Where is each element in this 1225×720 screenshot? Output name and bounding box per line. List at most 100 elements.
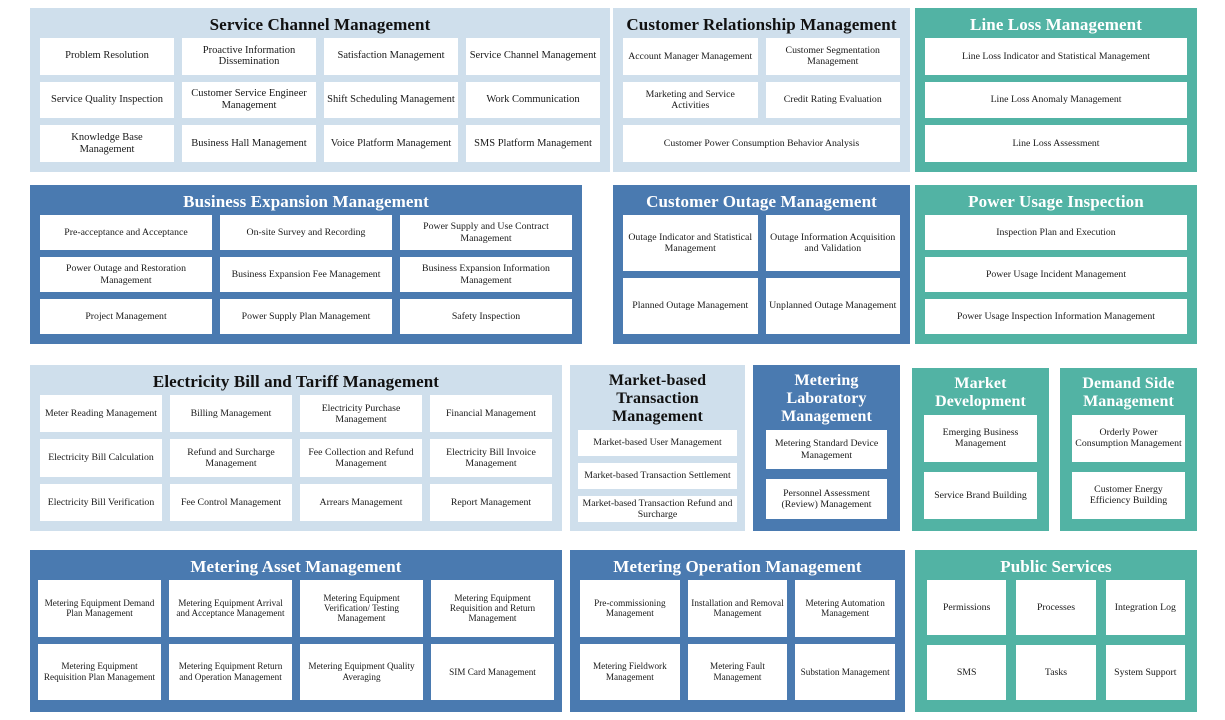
panel-market-based-transaction-management[interactable]: Market-based Transaction Management Mark… — [570, 365, 745, 531]
module-tile[interactable]: System Support — [1105, 645, 1185, 700]
module-tile[interactable]: Orderly Power Consumption Management — [1072, 414, 1185, 462]
module-tile[interactable]: Arrears Management — [300, 483, 422, 521]
module-tile[interactable]: Power Usage Incident Management — [925, 257, 1187, 292]
module-tile[interactable]: Permissions — [927, 580, 1007, 636]
module-tile[interactable]: Service Channel Management — [466, 38, 600, 75]
module-tile[interactable]: Metering Equipment Demand Plan Managemen… — [38, 580, 161, 637]
panel-market-development[interactable]: Market Development Emerging Business Man… — [912, 368, 1049, 531]
panel-title: Public Services — [1000, 557, 1112, 576]
module-tile[interactable]: Integration Log — [1105, 580, 1185, 636]
module-tile[interactable]: Metering Equipment Arrival and Acceptanc… — [169, 580, 292, 637]
module-tile[interactable]: Customer Segmentation Management — [765, 38, 900, 75]
panel-electricity-bill-and-tariff-management[interactable]: Electricity Bill and Tariff Management M… — [30, 365, 562, 531]
module-tile[interactable]: Shift Scheduling Management — [324, 81, 458, 119]
module-tile[interactable]: Line Loss Anomaly Management — [925, 81, 1187, 119]
panel-demand-side-management[interactable]: Demand Side Management Orderly Power Con… — [1060, 368, 1197, 531]
module-tile[interactable]: Power Outage and Restoration Management — [40, 257, 212, 292]
module-tile[interactable]: Pre-acceptance and Acceptance — [40, 215, 212, 251]
panel-service-channel-management[interactable]: Service Channel Management Problem Resol… — [30, 8, 610, 172]
module-tile[interactable]: Satisfaction Management — [324, 38, 458, 75]
panel-title: Electricity Bill and Tariff Management — [152, 372, 440, 391]
module-tile[interactable]: Market-based Transaction Settlement — [578, 462, 737, 489]
module-tile[interactable]: Marketing and Service Activities — [623, 81, 758, 119]
module-tile[interactable]: Unplanned Outage Management — [765, 278, 900, 334]
module-tile[interactable]: Report Management — [430, 483, 552, 521]
module-tile[interactable]: Substation Management — [795, 643, 895, 700]
module-tile[interactable]: Metering Standard Device Management — [766, 429, 887, 470]
module-tile[interactable]: SMS — [927, 645, 1007, 700]
module-tile[interactable]: Fee Collection and Refund Management — [300, 439, 422, 477]
module-tile[interactable]: Metering Equipment Return and Operation … — [169, 643, 292, 700]
module-tile[interactable]: Customer Energy Efficiency Building — [1072, 471, 1185, 519]
module-tile[interactable]: Market-based User Management — [578, 429, 737, 456]
module-tile[interactable]: Electricity Bill Invoice Management — [430, 439, 552, 477]
module-tile[interactable]: Electricity Bill Verification — [40, 483, 162, 521]
panel-power-usage-inspection[interactable]: Power Usage Inspection Inspection Plan a… — [915, 185, 1197, 344]
module-tile[interactable]: Planned Outage Management — [623, 278, 758, 334]
module-tile[interactable]: Pre-commissioning Management — [580, 580, 680, 637]
module-tile[interactable]: Problem Resolution — [40, 38, 174, 75]
module-tile[interactable]: Electricity Bill Calculation — [40, 439, 162, 477]
module-tile[interactable]: Electricity Purchase Management — [300, 395, 422, 433]
module-tile[interactable]: Metering Equipment Requisition and Retur… — [431, 580, 554, 637]
module-tile[interactable]: Line Loss Assessment — [925, 125, 1187, 162]
panel-title: Service Channel Management — [209, 15, 431, 34]
module-tile[interactable]: Tasks — [1016, 645, 1096, 700]
module-tile[interactable]: Customer Power Consumption Behavior Anal… — [623, 125, 900, 162]
module-tile[interactable]: Metering Equipment Quality Averaging — [300, 643, 423, 700]
panel-item-grid: Permissions Processes Integration Log SM… — [915, 580, 1197, 712]
module-tile[interactable]: Power Supply and Use Contract Management — [400, 215, 572, 251]
module-tile[interactable]: Project Management — [40, 299, 212, 334]
panel-title: Demand Side Management — [1082, 375, 1175, 410]
panel-item-grid: Market-based User Management Market-base… — [570, 429, 745, 532]
module-tile[interactable]: Knowledge Base Management — [40, 125, 174, 162]
module-tile[interactable]: Voice Platform Management — [324, 125, 458, 162]
module-tile[interactable]: On-site Survey and Recording — [220, 215, 392, 251]
module-tile[interactable]: Business Expansion Fee Management — [220, 257, 392, 292]
panel-business-expansion-management[interactable]: Business Expansion Management Pre-accept… — [30, 185, 582, 344]
module-tile[interactable]: SMS Platform Management — [466, 125, 600, 162]
module-tile[interactable]: Service Quality Inspection — [40, 81, 174, 119]
module-tile[interactable]: Work Communication — [466, 81, 600, 119]
module-tile[interactable]: Emerging Business Management — [924, 414, 1037, 462]
module-tile[interactable]: Safety Inspection — [400, 299, 572, 334]
module-tile[interactable]: Market-based Transaction Refund and Surc… — [578, 495, 737, 523]
panel-metering-operation-management[interactable]: Metering Operation Management Pre-commis… — [570, 550, 905, 712]
panel-public-services[interactable]: Public Services Permissions Processes In… — [915, 550, 1197, 712]
module-tile[interactable]: Billing Management — [170, 395, 292, 433]
module-tile[interactable]: SIM Card Management — [431, 643, 554, 700]
module-tile[interactable]: Outage Information Acquisition and Valid… — [765, 215, 900, 272]
module-tile[interactable]: Metering Fault Management — [687, 643, 788, 700]
module-tile[interactable]: Outage Indicator and Statistical Managem… — [623, 215, 758, 272]
module-tile[interactable]: Customer Service Engineer Management — [182, 81, 316, 119]
module-tile[interactable]: Account Manager Management — [623, 38, 758, 75]
module-tile[interactable]: Power Supply Plan Management — [220, 299, 392, 334]
module-tile[interactable]: Meter Reading Management — [40, 395, 162, 433]
module-tile[interactable]: Metering Equipment Requisition Plan Mana… — [38, 643, 161, 700]
panel-title: Metering Operation Management — [613, 557, 862, 576]
module-tile[interactable]: Metering Fieldwork Management — [580, 643, 680, 700]
panel-title: Business Expansion Management — [183, 192, 429, 211]
module-tile[interactable]: Installation and Removal Management — [687, 580, 788, 637]
panel-line-loss-management[interactable]: Line Loss Management Line Loss Indicator… — [915, 8, 1197, 172]
module-tile[interactable]: Personnel Assessment (Review) Management — [766, 479, 887, 519]
module-tile[interactable]: Business Expansion Information Managemen… — [400, 257, 572, 292]
module-tile[interactable]: Line Loss Indicator and Statistical Mana… — [925, 38, 1187, 75]
module-tile[interactable]: Metering Equipment Verification/ Testing… — [300, 580, 423, 637]
panel-customer-outage-management[interactable]: Customer Outage Management Outage Indica… — [613, 185, 910, 344]
panel-metering-laboratory-management[interactable]: Metering Laboratory Management Metering … — [753, 365, 900, 531]
module-tile[interactable]: Business Hall Management — [182, 125, 316, 162]
module-tile[interactable]: Credit Rating Evaluation — [765, 81, 900, 119]
module-tile[interactable]: Processes — [1016, 580, 1096, 636]
module-tile[interactable]: Financial Management — [430, 395, 552, 433]
panel-metering-asset-management[interactable]: Metering Asset Management Metering Equip… — [30, 550, 562, 712]
module-tile[interactable]: Inspection Plan and Execution — [925, 215, 1187, 251]
module-tile[interactable]: Service Brand Building — [924, 471, 1037, 519]
module-tile[interactable]: Proactive Information Dissemination — [182, 38, 316, 75]
module-tile[interactable]: Metering Automation Management — [795, 580, 895, 637]
panel-customer-relationship-management[interactable]: Customer Relationship Management Account… — [613, 8, 910, 172]
module-tile[interactable]: Fee Control Management — [170, 483, 292, 521]
module-tile[interactable]: Refund and Surcharge Management — [170, 439, 292, 477]
module-tile[interactable]: Power Usage Inspection Information Manag… — [925, 299, 1187, 334]
